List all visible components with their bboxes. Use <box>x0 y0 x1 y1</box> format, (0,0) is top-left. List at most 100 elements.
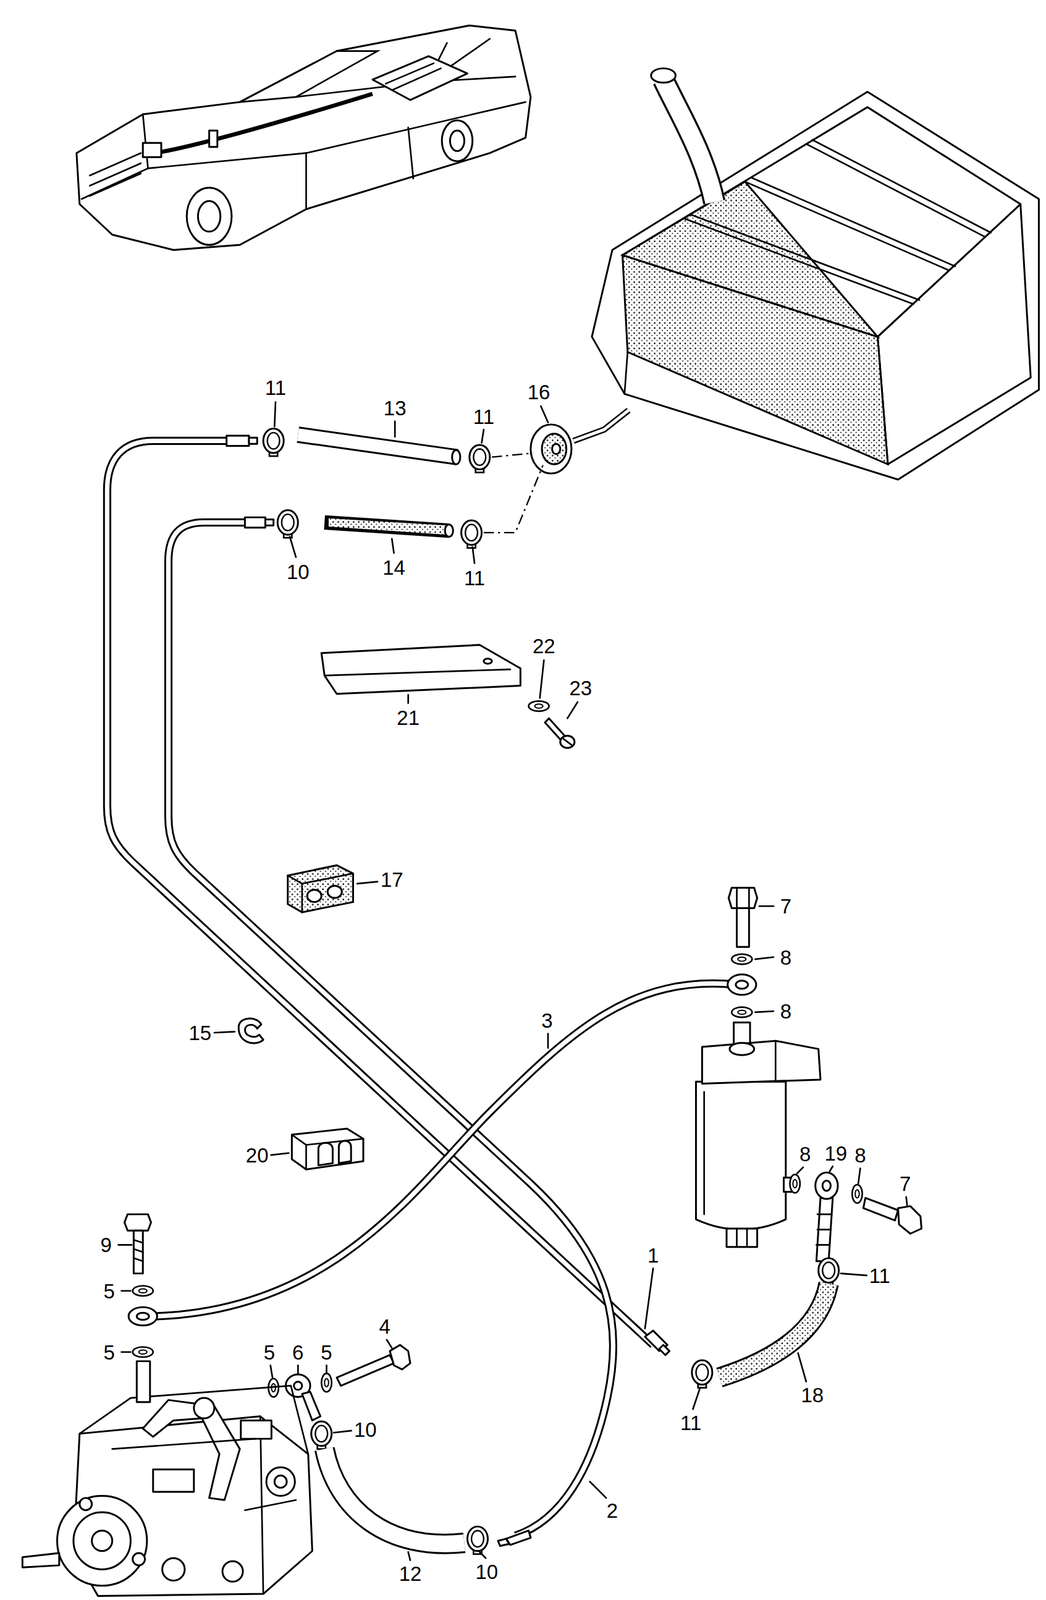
leader-lines <box>590 1480 607 1498</box>
fuel-pipes <box>168 522 614 1536</box>
tank-connections <box>483 465 544 533</box>
pump-fittings <box>336 1354 394 1386</box>
callout-number: 12 <box>397 1562 424 1585</box>
leader-lines <box>840 1273 868 1276</box>
fuel-pipe-3 <box>153 982 738 1316</box>
pipe-holders <box>287 864 354 912</box>
injection-pump <box>79 1497 93 1510</box>
car-overview <box>372 56 468 101</box>
car-overview <box>147 101 526 169</box>
fuel-filter <box>719 1283 829 1378</box>
callout-number: 21 <box>394 706 422 728</box>
injection-pump <box>56 1495 147 1586</box>
fuel-pipes <box>106 435 670 1546</box>
callout-number: 5 <box>101 1279 117 1302</box>
fuel-filter <box>691 887 922 1388</box>
fuel-filter <box>818 1257 840 1286</box>
car-overview <box>89 153 141 196</box>
fuel-tank <box>651 68 676 83</box>
car-overview <box>197 200 220 232</box>
callout-number: 7 <box>778 895 794 917</box>
fuel-pipe-3 <box>136 1312 149 1320</box>
fuel-tank <box>663 79 715 203</box>
injection-pump <box>142 1399 240 1500</box>
pipe-holders <box>238 1018 264 1043</box>
pump-fittings <box>467 1526 488 1554</box>
bracket-parts <box>563 738 572 745</box>
pipe-holders <box>291 1128 364 1169</box>
fuel-pipes <box>265 518 274 526</box>
fuel-filter <box>703 1091 705 1215</box>
injection-pump <box>194 1397 215 1418</box>
leader-lines <box>297 1364 300 1373</box>
injection-pump <box>92 1530 113 1551</box>
fuel-filter <box>691 1359 713 1388</box>
leader-lines <box>567 701 578 718</box>
callout-number: 9 <box>98 1233 114 1256</box>
leader-lines <box>214 1031 235 1033</box>
tank-connections <box>461 520 482 549</box>
pipe-holders <box>338 1140 351 1163</box>
leader-lines <box>407 694 410 703</box>
leader-lines <box>118 1243 132 1246</box>
injection-pump <box>266 1466 295 1496</box>
leader-lines <box>645 1267 654 1328</box>
fuel-pipe-3 <box>735 980 749 989</box>
leader-lines <box>479 1551 486 1558</box>
callout-number: 8 <box>797 1143 813 1165</box>
callout-number: 23 <box>567 676 594 699</box>
callout-number: 10 <box>473 1560 501 1582</box>
callout-number: 10 <box>284 560 312 583</box>
pump-fittings <box>133 1230 143 1273</box>
leader-lines <box>829 1165 833 1171</box>
car-overview <box>186 187 232 245</box>
leader-lines <box>754 957 774 959</box>
fuel-tank <box>663 79 715 203</box>
leader-lines <box>797 1167 804 1174</box>
fuel-tank <box>624 352 628 395</box>
leader-lines <box>408 1551 411 1560</box>
leader-lines <box>121 1289 131 1292</box>
tank-connections <box>277 510 298 539</box>
pipe-holders <box>327 885 342 898</box>
pipe-holders <box>291 1134 364 1169</box>
injection-pump <box>240 1419 272 1439</box>
bracket-parts <box>528 700 550 712</box>
callout-number: 15 <box>186 1021 214 1043</box>
bracket-parts <box>324 669 511 676</box>
leader-lines <box>759 905 774 907</box>
fuel-filter <box>816 1197 833 1261</box>
callout-number: 17 <box>378 868 406 891</box>
fuel-pipes <box>226 435 249 447</box>
tank-connections <box>491 452 533 458</box>
callout-number: 11 <box>867 1264 893 1286</box>
leader-lines <box>270 1152 290 1155</box>
fuel-pipes <box>248 437 258 444</box>
fuel-tank <box>622 181 878 337</box>
leader-lines <box>693 1387 701 1410</box>
fuel-tank <box>591 92 1039 480</box>
fuel-filter <box>731 1007 752 1018</box>
fuel-pipes <box>659 1344 670 1355</box>
fuel-filter <box>729 1042 755 1055</box>
callout-number: 11 <box>471 405 497 427</box>
leader-lines <box>391 538 394 553</box>
tank-connections <box>469 444 490 473</box>
pipe-holders <box>238 864 364 1169</box>
callout-number: 2 <box>604 1498 620 1521</box>
pump-fittings <box>132 1285 154 1296</box>
fuel-tank <box>573 410 629 442</box>
leader-lines <box>118 402 908 1561</box>
callout-number: 4 <box>377 1315 393 1338</box>
car-overview <box>438 42 447 59</box>
pipe-holders <box>287 873 354 912</box>
fuel-tank <box>690 139 992 300</box>
injection-pump <box>22 1361 313 1596</box>
car-overview <box>81 114 148 199</box>
leader-lines <box>472 546 475 563</box>
fuel-pipe-3 <box>153 982 738 1316</box>
callout-number: 8 <box>852 1144 868 1166</box>
fuel-filter <box>701 1040 821 1084</box>
fuel-tank <box>573 410 629 442</box>
fuel-filter <box>737 1228 748 1247</box>
